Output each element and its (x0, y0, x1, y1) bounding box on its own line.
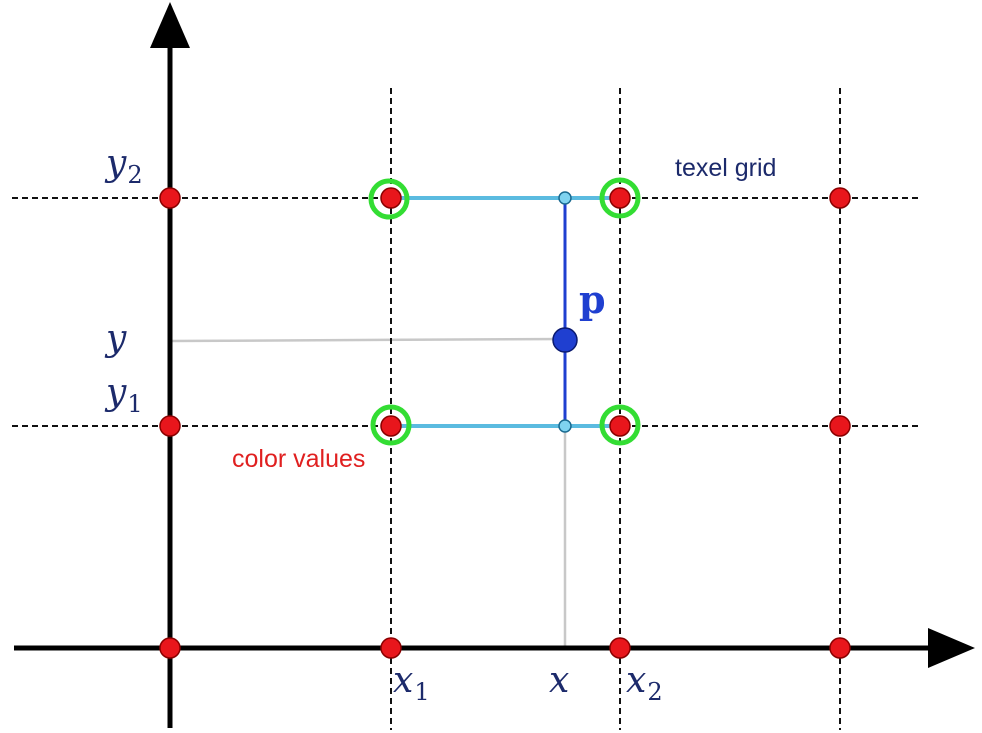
texel-point (380, 637, 402, 659)
texel-point (609, 187, 631, 209)
texel-point (159, 637, 181, 659)
texel-grid-annotation: texel grid (675, 154, 776, 182)
texel-point (159, 415, 181, 437)
axes (14, 2, 975, 728)
label-y2: y2 (104, 143, 143, 189)
texel-point (829, 187, 851, 209)
label-y: y (104, 318, 127, 359)
sample-point-p (552, 327, 578, 353)
label-x1: x1 (393, 660, 430, 706)
bottom-intersection-point (558, 419, 572, 433)
y-projection-line (169, 337, 566, 343)
label-y1: y1 (104, 372, 143, 418)
texel-point (609, 637, 631, 659)
ring-x2-y1 (599, 404, 641, 446)
texel-point (159, 187, 181, 209)
color-values-annotation: color values (232, 445, 365, 473)
ring-x2-y2 (599, 177, 641, 219)
label-x: x (549, 660, 569, 701)
texel-point (829, 415, 851, 437)
texel-point (609, 415, 631, 437)
texel-points (159, 187, 851, 659)
ring-x1-y1 (370, 404, 412, 446)
top-intersection-point (558, 191, 572, 205)
y-axis-arrowhead (150, 2, 190, 48)
texel-point (380, 187, 402, 209)
texel-point (829, 637, 851, 659)
label-p: p (579, 277, 606, 322)
x-axis-arrowhead (928, 628, 975, 668)
ring-x1-y2 (368, 178, 410, 220)
label-x2: x2 (626, 660, 663, 706)
texel-point (380, 415, 402, 437)
highlight-rings (368, 177, 641, 446)
texel-grid-lines (12, 88, 920, 730)
